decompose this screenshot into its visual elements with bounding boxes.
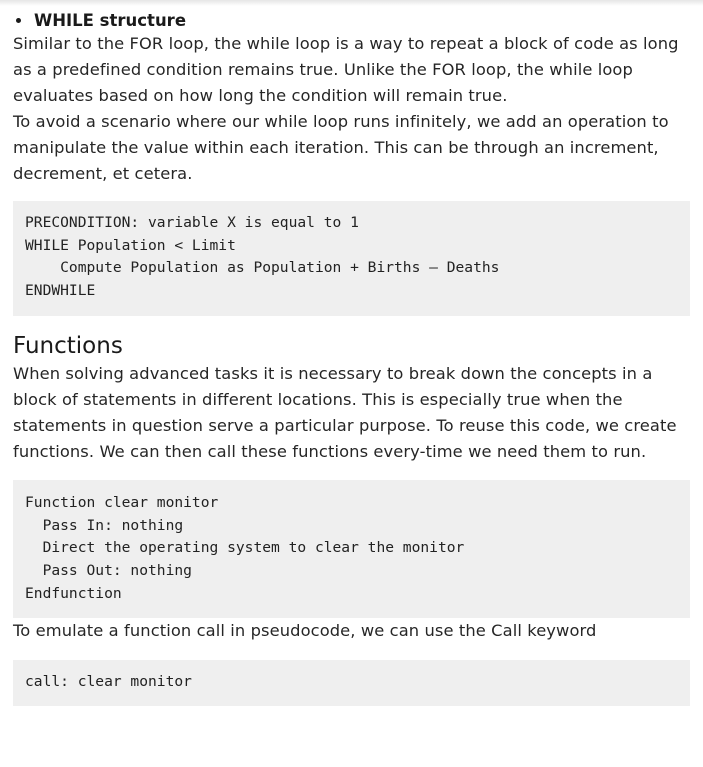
code-line: ENDWHILE: [25, 282, 96, 300]
functions-paragraph: When solving advanced tasks it is necess…: [13, 364, 677, 461]
code-line: Function clear monitor: [25, 494, 219, 511]
top-shadow: [0, 0, 703, 6]
code-line: Endfunction: [25, 584, 122, 602]
call-code-block: call: clear monitor: [13, 660, 690, 706]
code-line: WHILE Population < Limit: [25, 236, 236, 254]
functions-heading: Functions: [13, 333, 123, 359]
bullet-title: WHILE structure: [34, 10, 187, 30]
bullet-item-while-structure: WHILE structure: [13, 9, 690, 31]
code-line: Direct the operating system to clear the…: [25, 539, 465, 557]
code-line: Pass In: nothing: [25, 516, 184, 534]
code-line: call: clear monitor: [25, 673, 192, 690]
function-code-block: Function clear monitor Pass In: nothing …: [13, 480, 690, 618]
while-paragraph-2: To avoid a scenario where our while loop…: [13, 112, 669, 183]
code-line: Pass Out: nothing: [25, 562, 192, 580]
code-line: PRECONDITION: variable X is equal to 1: [25, 214, 359, 231]
call-paragraph: To emulate a function call in pseudocode…: [13, 621, 597, 640]
article-content: WHILE structure Similar to the FOR loop,…: [13, 0, 690, 706]
code-line: Compute Population as Population + Birth…: [25, 259, 500, 277]
while-paragraph-1: Similar to the FOR loop, the while loop …: [13, 34, 679, 105]
bullet-icon: [16, 17, 21, 23]
while-code-block: PRECONDITION: variable X is equal to 1 WH…: [13, 201, 690, 316]
